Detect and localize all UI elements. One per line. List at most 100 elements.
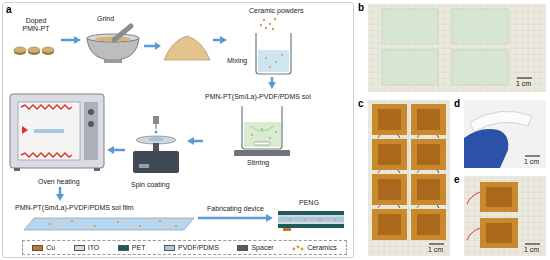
step-label: Ceramic powders bbox=[249, 7, 303, 15]
step-label: PMN-PT(Sm/La)-PVDF/PDMS sol bbox=[205, 93, 311, 101]
arrow-head bbox=[187, 137, 194, 145]
step-label: Grind bbox=[97, 15, 114, 23]
spin-coater-part bbox=[153, 143, 159, 151]
falling-powder-part bbox=[269, 23, 271, 25]
photo-peng-part bbox=[486, 223, 512, 243]
photo-films-part bbox=[452, 9, 508, 44]
stirring-beaker-part bbox=[234, 150, 290, 156]
photo-devices-part bbox=[398, 205, 400, 208]
arrow-head bbox=[268, 82, 276, 89]
spin-coater-part bbox=[156, 124, 157, 129]
pellets-part bbox=[28, 47, 40, 53]
scale-label: 1 cm bbox=[516, 80, 531, 88]
stirring-beaker-part bbox=[269, 137, 271, 139]
photo-devices-part bbox=[411, 209, 446, 240]
arrow-head bbox=[266, 214, 273, 222]
photo-peng-part bbox=[467, 192, 480, 204]
peng-device-part bbox=[283, 228, 291, 231]
falling-powder-part bbox=[265, 27, 267, 29]
oven-part bbox=[18, 102, 80, 160]
pellets bbox=[14, 47, 54, 55]
oven-part bbox=[22, 126, 28, 134]
process-arrow bbox=[56, 187, 64, 201]
panel-letter: d bbox=[454, 98, 460, 109]
spin-coater-part bbox=[155, 131, 158, 134]
photo-films-part bbox=[382, 9, 438, 44]
device-node: PENG bbox=[273, 199, 349, 235]
scale-label: 1 cm bbox=[524, 158, 539, 166]
process-arrow bbox=[144, 42, 161, 50]
photo-devices-part bbox=[378, 214, 401, 235]
sol-film bbox=[24, 218, 194, 230]
photo-devices-part bbox=[378, 170, 380, 173]
panel-letter: e bbox=[454, 174, 460, 185]
arrow-head bbox=[107, 146, 114, 154]
oven-part bbox=[94, 168, 100, 171]
legend-swatch bbox=[118, 245, 129, 251]
photo-panel: c1 cm bbox=[358, 98, 452, 258]
photo-devices-part bbox=[398, 135, 400, 138]
legend-text: Spacer bbox=[251, 244, 273, 252]
ceramic-dot bbox=[301, 247, 304, 250]
edge-label: Fabricating device bbox=[206, 205, 265, 213]
legend-item: PVDF/PDMS bbox=[164, 244, 219, 252]
oven-part bbox=[34, 129, 64, 133]
photo-peng-part bbox=[486, 187, 512, 207]
legend-item: PET bbox=[118, 244, 146, 252]
spin-coater-part bbox=[148, 137, 164, 141]
panel-letter: b bbox=[358, 2, 364, 13]
photo-films-part bbox=[452, 50, 508, 85]
peng-device-part bbox=[334, 219, 336, 221]
oven-part bbox=[84, 102, 98, 160]
photo-panel: b 1 cm bbox=[358, 2, 548, 94]
sol-film-part bbox=[94, 225, 96, 227]
legend-item: Spacer bbox=[237, 244, 273, 252]
photo-films bbox=[368, 4, 546, 92]
mixing-beaker-part bbox=[256, 33, 291, 74]
photo-peng-part bbox=[525, 244, 540, 245]
arrow-shaft bbox=[193, 140, 203, 143]
arrow-shaft bbox=[198, 217, 267, 220]
stirring-beaker-part bbox=[250, 126, 274, 131]
legend-item: Ceramics bbox=[292, 244, 337, 252]
peng-device-part bbox=[278, 223, 344, 225]
process-arrow-part bbox=[155, 42, 161, 50]
ceramic-dot bbox=[293, 247, 296, 250]
photo-peng-part bbox=[464, 176, 546, 256]
photo-flexible-part bbox=[470, 111, 532, 132]
photo-devices-part bbox=[417, 179, 440, 200]
mortar-part bbox=[104, 59, 122, 63]
oven-part bbox=[14, 168, 20, 171]
photo-devices-part bbox=[437, 135, 439, 138]
step-label: Stirring bbox=[247, 159, 269, 167]
falling-powder-part bbox=[260, 24, 262, 26]
sol-film-part bbox=[139, 225, 141, 227]
process-arrow bbox=[213, 36, 227, 44]
ceramic-dot bbox=[297, 245, 300, 248]
peng-device-part bbox=[278, 211, 344, 215]
photo-devices-part bbox=[411, 174, 446, 205]
falling-powder-part bbox=[274, 18, 276, 20]
powder-pile bbox=[164, 36, 210, 60]
panel-letter: a bbox=[6, 4, 12, 15]
process-arrow bbox=[107, 146, 125, 154]
mixing-beaker-part bbox=[269, 66, 271, 68]
sol-film-part bbox=[175, 225, 177, 227]
peng-device-part bbox=[319, 219, 321, 221]
legend-swatch bbox=[74, 245, 85, 251]
step-node: Doped PMN-PT bbox=[11, 17, 61, 63]
process-arrow bbox=[61, 36, 81, 44]
process-arrow bbox=[268, 77, 276, 89]
arrow-shaft bbox=[113, 149, 125, 152]
peng-device-part bbox=[278, 217, 344, 223]
step-label: PMN-PT(Sm/La)-PVDF/PDMS sol film bbox=[15, 204, 134, 212]
photo-devices-part bbox=[417, 144, 440, 165]
step-node: PMN-PT(Sm/La)-PVDF/PDMS sol film bbox=[13, 201, 198, 235]
arrow-head bbox=[56, 194, 64, 201]
mixing-beaker-part bbox=[275, 61, 277, 63]
pellets-part bbox=[42, 47, 54, 53]
legend-box: CuITOPETPVDF/PDMSSpacerCeramics bbox=[22, 240, 347, 255]
photo-flexible-part bbox=[464, 129, 508, 168]
